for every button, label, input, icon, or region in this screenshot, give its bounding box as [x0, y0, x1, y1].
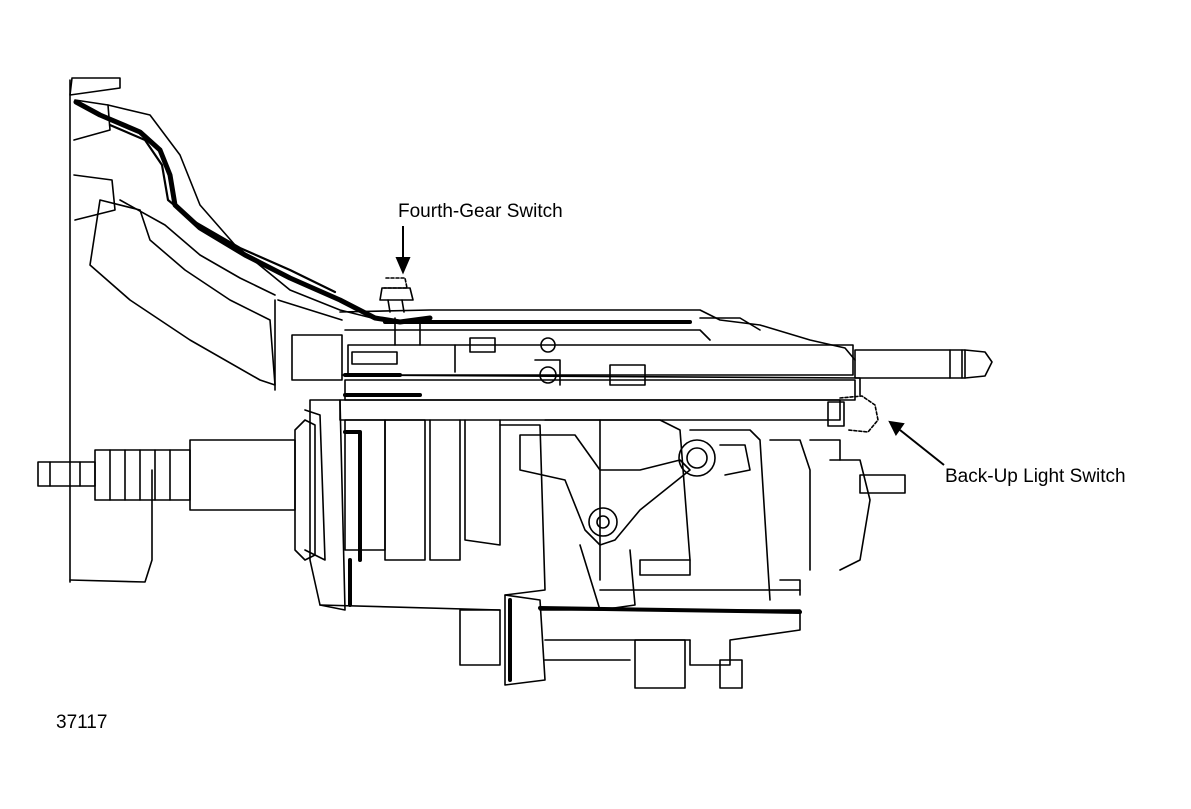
back-up-light-switch-label: Back-Up Light Switch: [945, 466, 1126, 487]
main-case: [291, 334, 906, 611]
top-cover: [339, 309, 856, 386]
fourth-gear-arrow: [395, 226, 411, 275]
wiring-harness: [73, 99, 433, 325]
shift-lever: [519, 434, 751, 611]
fourth-gear-switch-body: [379, 277, 414, 313]
figure-number: 37117: [56, 712, 108, 733]
rear-shaft: [854, 349, 993, 379]
bell-housing: [69, 77, 373, 583]
back-up-light-switch-body: [827, 395, 879, 433]
input-shaft: [37, 419, 316, 561]
fourth-gear-switch-label: Fourth-Gear Switch: [398, 201, 563, 222]
back-up-light-arrow: [888, 420, 945, 466]
lower-case: [319, 559, 801, 689]
